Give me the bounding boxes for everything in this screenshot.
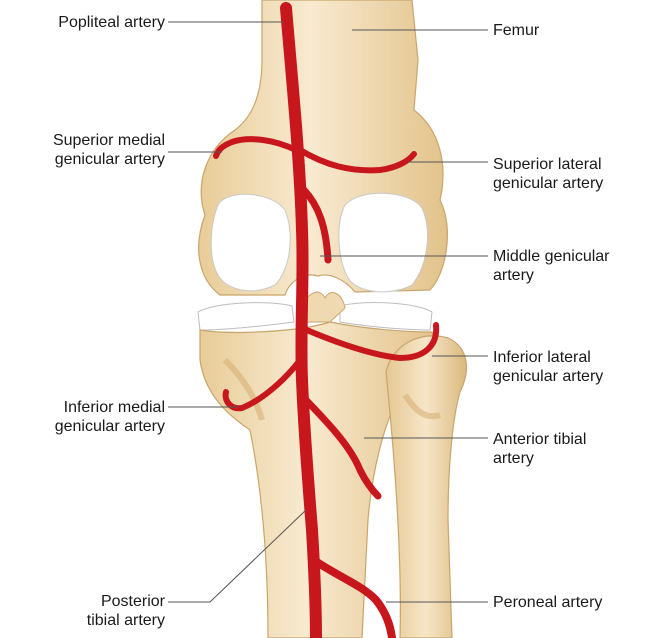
medial-meniscus [198, 303, 294, 330]
label-femur: Femur [493, 21, 653, 40]
label-inferior-medial-genicular: Inferior medial genicular artery [10, 398, 165, 436]
fibula [386, 336, 466, 638]
middle-genicular-line2: artery [493, 266, 653, 285]
label-superior-lateral-genicular: Superior lateral genicular artery [493, 155, 653, 193]
middle-genicular-line1: Middle genicular [493, 247, 653, 266]
inferior-medial-line1: Inferior medial [10, 398, 165, 417]
femoral-condyle-medial-cartilage [211, 194, 290, 290]
peroneal-artery-text: Peroneal artery [493, 594, 602, 611]
label-posterior-tibial: Posterior tibial artery [10, 592, 165, 630]
femur-text: Femur [493, 22, 539, 39]
inferior-lateral-line1: Inferior lateral [493, 348, 653, 367]
superior-medial-line2: genicular artery [10, 150, 165, 169]
anterior-tibial-line1: Anterior tibial [493, 430, 653, 449]
superior-medial-line1: Superior medial [10, 131, 165, 150]
posterior-tibial-line1: Posterior [10, 592, 165, 611]
label-superior-medial-genicular: Superior medial genicular artery [10, 131, 165, 169]
label-anterior-tibial: Anterior tibial artery [493, 430, 653, 468]
superior-lateral-line2: genicular artery [493, 174, 653, 193]
anterior-tibial-line2: artery [493, 449, 653, 468]
label-peroneal-artery: Peroneal artery [493, 593, 653, 612]
popliteal-artery-text: Popliteal artery [58, 14, 165, 31]
label-popliteal-artery: Popliteal artery [10, 13, 165, 32]
label-inferior-lateral-genicular: Inferior lateral genicular artery [493, 348, 653, 386]
label-middle-genicular: Middle genicular artery [493, 247, 653, 285]
inferior-lateral-line2: genicular artery [493, 367, 653, 386]
femoral-condyle-lateral-cartilage [339, 193, 428, 292]
inferior-medial-line2: genicular artery [10, 417, 165, 436]
superior-lateral-line1: Superior lateral [493, 155, 653, 174]
posterior-tibial-line2: tibial artery [10, 611, 165, 630]
